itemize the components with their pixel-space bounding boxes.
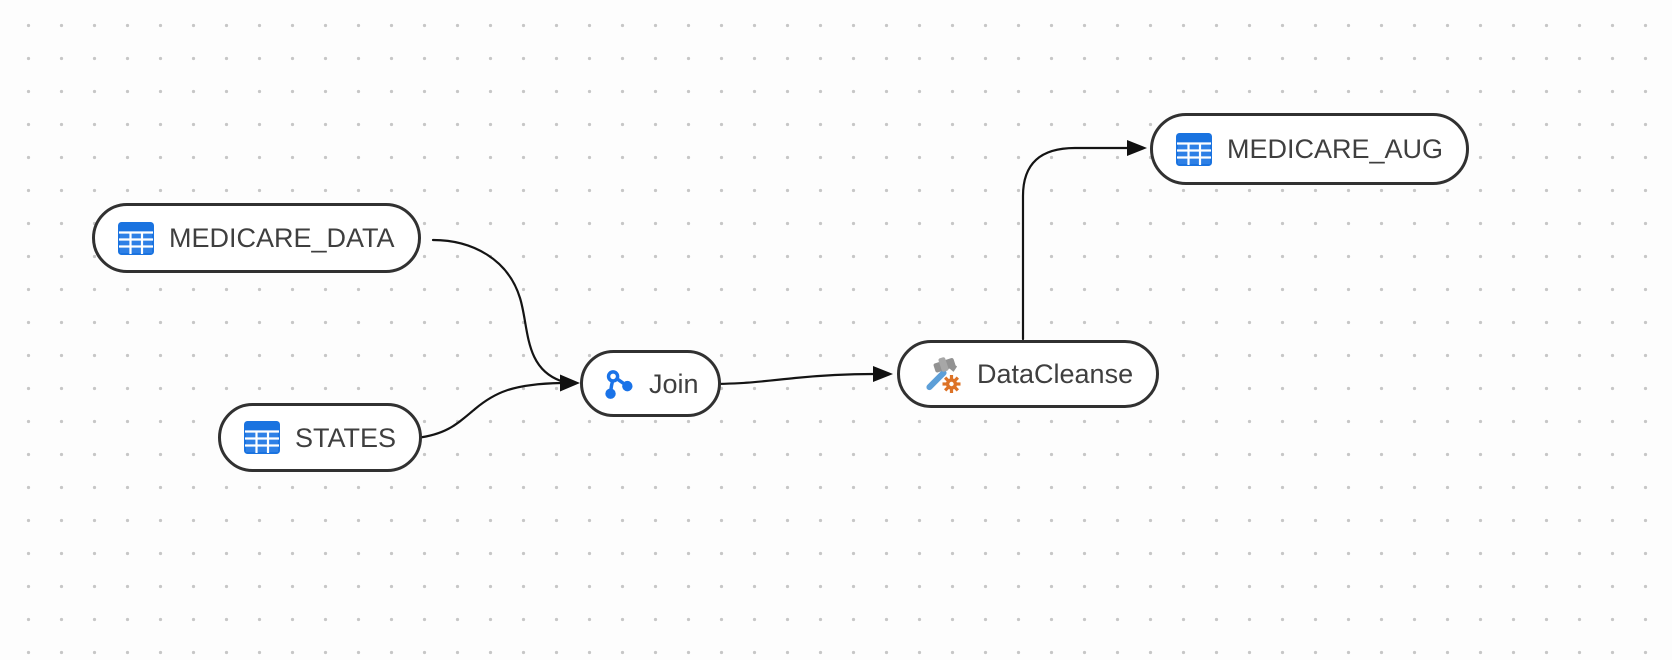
node-datacleanse[interactable]: DataCleanse bbox=[897, 340, 1160, 408]
node-medicare-data[interactable]: MEDICARE_DATA bbox=[92, 203, 421, 273]
hammer-gear-icon bbox=[926, 357, 961, 393]
node-label: MEDICARE_AUG bbox=[1227, 134, 1444, 164]
arrowhead-into-join bbox=[560, 374, 580, 392]
join-icon bbox=[605, 369, 633, 399]
node-join[interactable]: Join bbox=[580, 350, 721, 417]
node-medicare-aug[interactable]: MEDICARE_AUG bbox=[1150, 113, 1470, 185]
table-icon bbox=[244, 421, 280, 454]
arrowhead-into-medicare-aug bbox=[1127, 140, 1147, 156]
node-label: Join bbox=[649, 368, 699, 399]
edge-datacleanse-to-medicare-aug[interactable] bbox=[1021, 146, 1130, 341]
table-icon bbox=[118, 221, 154, 255]
edge-medicare-data-to-join[interactable] bbox=[431, 238, 565, 385]
node-label: DataCleanse bbox=[977, 359, 1134, 389]
edge-join-to-datacleanse[interactable] bbox=[698, 372, 876, 386]
edge-states-to-join[interactable] bbox=[415, 381, 563, 440]
node-label: STATES bbox=[295, 422, 397, 453]
node-label: MEDICARE_DATA bbox=[169, 223, 395, 253]
node-states[interactable]: STATES bbox=[218, 403, 423, 472]
arrowhead-into-datacleanse bbox=[873, 366, 893, 382]
table-icon bbox=[1176, 132, 1212, 166]
